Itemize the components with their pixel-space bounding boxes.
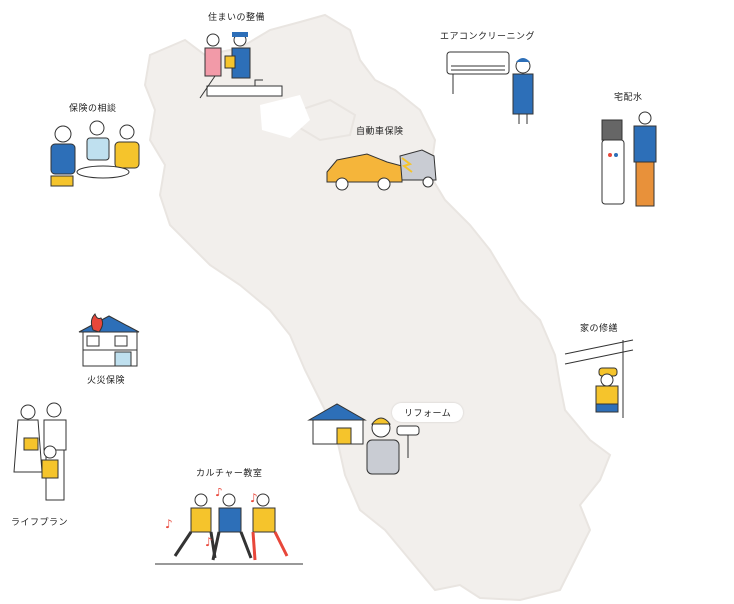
svg-text:♪: ♪ bbox=[215, 488, 223, 499]
svg-text:♪: ♪ bbox=[165, 517, 173, 531]
region-shape bbox=[143, 13, 612, 602]
label-culture: カルチャー教室 bbox=[196, 469, 263, 479]
label-fire-insurance: 火災保険 bbox=[87, 376, 126, 386]
label-water: 宅配水 bbox=[614, 93, 643, 103]
car-insurance-illustration bbox=[326, 149, 437, 191]
label-aircon: エアコンクリーニング bbox=[440, 32, 536, 42]
housing-illustration bbox=[199, 32, 283, 99]
label-housing: 住まいの整備 bbox=[208, 13, 266, 23]
reform-illustration bbox=[307, 403, 420, 475]
water-illustration bbox=[601, 111, 657, 207]
fire-insurance-illustration bbox=[78, 313, 140, 367]
label-reform: リフォーム bbox=[392, 403, 464, 422]
label-home-repair: 家の修繕 bbox=[580, 324, 619, 334]
label-insurance-consult: 保険の相談 bbox=[69, 104, 117, 114]
aircon-illustration bbox=[446, 51, 534, 124]
home-repair-illustration bbox=[564, 339, 634, 418]
svg-text:♪: ♪ bbox=[205, 535, 213, 549]
svg-text:♪: ♪ bbox=[250, 491, 258, 505]
inlet-shape bbox=[260, 95, 310, 138]
life-plan-illustration bbox=[13, 402, 67, 501]
insurance-consult-illustration bbox=[50, 120, 140, 187]
label-car-insurance: 自動車保険 bbox=[356, 127, 404, 137]
label-life-plan: ライフプラン bbox=[11, 518, 69, 528]
culture-illustration: ♪ ♪ ♪ ♪ bbox=[155, 488, 303, 565]
